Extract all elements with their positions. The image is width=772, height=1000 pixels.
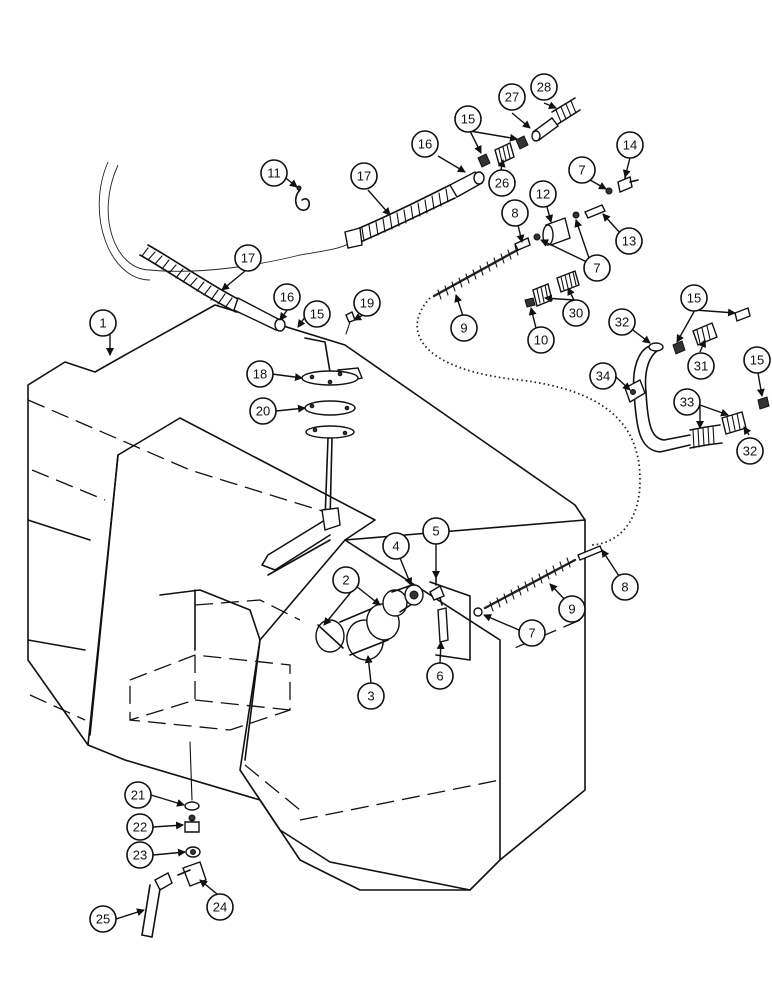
callout-17-upper: 17 <box>350 162 378 190</box>
callout-8-upper: 8 <box>501 199 529 227</box>
callout-20-label: 20 <box>256 404 270 419</box>
callout-7-mid: 7 <box>583 254 611 282</box>
callout-14-label: 14 <box>623 138 637 153</box>
callout-25-label: 25 <box>96 912 110 927</box>
callout-8-lower-label: 8 <box>621 580 628 595</box>
callout-12: 12 <box>529 180 557 208</box>
return-line <box>624 307 770 453</box>
callout-13-label: 13 <box>622 234 636 249</box>
callout-15-far-right: 15 <box>743 346 771 374</box>
callout-6-label: 6 <box>436 669 443 684</box>
callout-22: 22 <box>126 813 154 841</box>
callout-7-mid-label: 7 <box>593 261 600 276</box>
callout-22-label: 22 <box>133 820 147 835</box>
callout-4: 4 <box>382 532 410 560</box>
wire-harness <box>416 237 641 612</box>
callout-3-label: 3 <box>367 689 374 704</box>
callout-31-label: 31 <box>694 359 708 374</box>
callout-32-upper: 32 <box>608 308 636 336</box>
callout-9-upper: 9 <box>450 314 478 342</box>
callout-15-top: 15 <box>454 105 482 133</box>
callout-26: 26 <box>488 169 516 197</box>
callout-32-lower: 32 <box>736 437 764 465</box>
callout-27-label: 27 <box>505 90 519 105</box>
callout-16-lower-label: 16 <box>280 290 294 305</box>
leader-lines <box>106 101 765 920</box>
callout-28: 28 <box>530 73 558 101</box>
callout-27: 27 <box>498 83 526 111</box>
callout-11-label: 11 <box>267 166 281 181</box>
callout-7-lower: 7 <box>518 619 546 647</box>
callout-21-label: 21 <box>131 788 145 803</box>
callout-34: 34 <box>589 362 617 390</box>
fill-neck-parts <box>315 577 483 661</box>
callout-24-label: 24 <box>213 900 227 915</box>
callout-32-lower-label: 32 <box>743 444 757 459</box>
callout-1: 1 <box>89 309 117 337</box>
callout-15-right-label: 15 <box>687 291 701 306</box>
fuel-tank-outline <box>27 304 586 891</box>
callout-12-label: 12 <box>536 187 550 202</box>
callout-2: 2 <box>332 566 360 594</box>
callout-10: 10 <box>527 326 555 354</box>
callout-31: 31 <box>687 352 715 380</box>
callout-7-upper-label: 7 <box>578 163 585 178</box>
callout-5: 5 <box>422 517 450 545</box>
callout-15-mid-label: 15 <box>310 307 324 322</box>
callout-17-lower-label: 17 <box>241 251 255 266</box>
callout-21: 21 <box>124 781 152 809</box>
callout-23: 23 <box>126 841 154 869</box>
callout-18-label: 18 <box>253 367 267 382</box>
callout-28-label: 28 <box>537 80 551 95</box>
callout-19: 19 <box>353 289 381 317</box>
callout-9-upper-label: 9 <box>460 321 467 336</box>
callout-13: 13 <box>615 227 643 255</box>
callout-26-label: 26 <box>495 176 509 191</box>
small-fittings <box>477 97 639 308</box>
callout-17-upper-label: 17 <box>357 169 371 184</box>
callout-8-lower: 8 <box>611 573 639 601</box>
callout-7-lower-label: 7 <box>528 626 535 641</box>
callout-4-label: 4 <box>392 539 399 554</box>
callout-15-right: 15 <box>680 284 708 312</box>
callout-1-label: 1 <box>99 316 106 331</box>
callout-8-upper-label: 8 <box>511 206 518 221</box>
callout-16-upper-label: 16 <box>418 137 432 152</box>
fuel-sender-assembly <box>261 311 363 576</box>
corrugated-hose-lower <box>139 244 241 313</box>
callout-16-upper: 16 <box>411 130 439 158</box>
callout-20: 20 <box>249 397 277 425</box>
callout-33-label: 33 <box>680 395 694 410</box>
callout-14: 14 <box>616 131 644 159</box>
callout-25: 25 <box>89 905 117 933</box>
corrugated-hose-upper <box>344 184 456 249</box>
callout-34-label: 34 <box>596 369 610 384</box>
callout-11: 11 <box>260 159 288 187</box>
callout-15-top-label: 15 <box>461 112 475 127</box>
breather-hose <box>98 161 485 332</box>
callout-18: 18 <box>246 360 274 388</box>
callout-24: 24 <box>206 893 234 921</box>
callout-30-label: 30 <box>569 306 583 321</box>
callout-10-label: 10 <box>534 333 548 348</box>
callout-7-upper: 7 <box>568 156 596 184</box>
callout-9-lower-label: 9 <box>568 602 575 617</box>
callout-16-lower: 16 <box>273 283 301 311</box>
callout-30: 30 <box>562 299 590 327</box>
callout-15-mid: 15 <box>303 300 331 328</box>
callout-23-label: 23 <box>133 848 147 863</box>
callout-9-lower: 9 <box>558 595 586 623</box>
callout-3: 3 <box>357 682 385 710</box>
callout-5-label: 5 <box>432 524 439 539</box>
callout-6: 6 <box>426 662 454 690</box>
callout-2-label: 2 <box>342 573 349 588</box>
callout-17-lower: 17 <box>234 244 262 272</box>
callout-32-upper-label: 32 <box>615 315 629 330</box>
callout-33: 33 <box>673 388 701 416</box>
callout-15-far-right-label: 15 <box>750 353 764 368</box>
callout-19-label: 19 <box>360 296 374 311</box>
drain-parts <box>141 741 207 938</box>
